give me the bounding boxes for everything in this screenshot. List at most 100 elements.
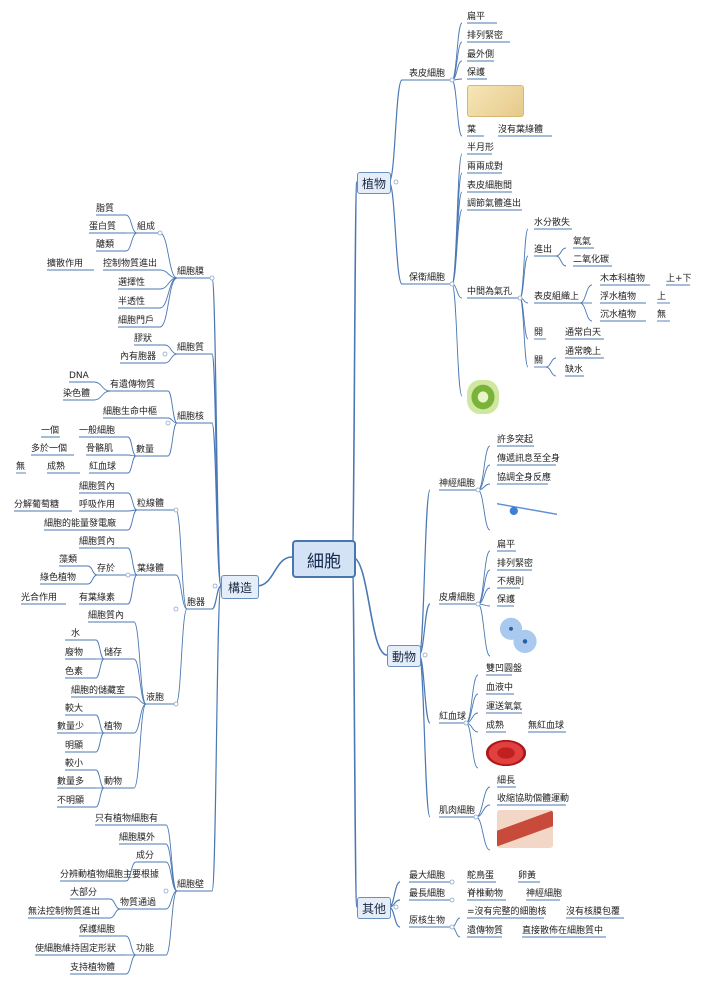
organelles-node[interactable]: 內有胞器 — [120, 352, 157, 362]
guard-between[interactable]: 表皮細胞間 — [467, 181, 513, 191]
membrane-composition[interactable]: 組成 — [137, 222, 156, 232]
count-node[interactable]: 數量 — [136, 445, 155, 455]
neuron-coordinate[interactable]: 協調全身反應 — [497, 473, 552, 483]
ep-flat[interactable]: 扁平 — [467, 12, 486, 22]
collapse-dot[interactable] — [463, 720, 469, 726]
co2-node[interactable]: 二氧化碳 — [573, 255, 610, 265]
collapse-dot[interactable] — [125, 572, 131, 578]
gel-node[interactable]: 膠狀 — [134, 334, 153, 344]
protect-wall-node[interactable]: 保護細胞 — [79, 925, 116, 935]
neuron-transmit[interactable]: 傳遞訊息至全身 — [497, 454, 561, 464]
gate-node[interactable]: 細胞門戶 — [118, 316, 155, 326]
sunken-node[interactable]: 沉水植物 — [600, 310, 637, 320]
pk-genetic[interactable]: 遺傳物質 — [467, 926, 504, 936]
branch-animal[interactable]: 動物 — [387, 645, 421, 667]
none-node[interactable]: 無 — [16, 462, 26, 472]
branch-other[interactable]: 其他 — [357, 897, 391, 919]
skin-protect[interactable]: 保護 — [497, 595, 516, 605]
plantonly-node[interactable]: 只有植物細胞有 — [95, 814, 159, 824]
exist-node[interactable]: 存於 — [97, 564, 116, 574]
branch-plant[interactable]: 植物 — [357, 172, 391, 194]
general-node[interactable]: 一般細胞 — [79, 426, 116, 436]
more-node[interactable]: 數量多 — [57, 777, 85, 787]
rbc-animal-node[interactable]: 紅血球 — [439, 712, 467, 722]
fewer-node[interactable]: 數量少 — [57, 722, 85, 732]
power-node[interactable]: 細胞的能量發電廠 — [44, 519, 117, 529]
guard-regulate[interactable]: 調節氣體進出 — [467, 199, 522, 209]
chromosome-node[interactable]: 染色體 — [63, 389, 91, 399]
close-node[interactable]: 關 — [534, 356, 544, 366]
muscle-contract[interactable]: 收縮協助個體運動 — [497, 794, 570, 804]
night-node[interactable]: 通常晚上 — [565, 347, 602, 357]
outside-node[interactable]: 細胞膜外 — [119, 833, 156, 843]
cytoplasm-node[interactable]: 細胞質 — [177, 343, 205, 353]
waste-node[interactable]: 廢物 — [65, 648, 84, 658]
photo-node[interactable]: 光合作用 — [21, 593, 58, 603]
genetic-node[interactable]: 有遺傳物質 — [110, 380, 156, 390]
lipid-node[interactable]: 脂質 — [96, 204, 115, 214]
collapse-dot[interactable] — [449, 77, 455, 83]
pk-scattered[interactable]: 直接散佈在細胞質中 — [522, 926, 604, 936]
skin-tight[interactable]: 排列緊密 — [497, 559, 534, 569]
collapse-dot[interactable] — [393, 179, 399, 185]
collapse-dot[interactable] — [475, 601, 481, 607]
ostrich-node[interactable]: 鴕鳥蛋 — [467, 871, 495, 881]
chloro-incell[interactable]: 細胞質內 — [79, 537, 116, 547]
ep-protect[interactable]: 保護 — [467, 68, 486, 78]
collapse-dot[interactable] — [162, 351, 168, 357]
branch-structure[interactable]: 構造 — [221, 575, 259, 599]
notobvious-node[interactable]: 不明顯 — [57, 796, 85, 806]
water-node[interactable]: 水 — [71, 629, 81, 639]
largest-node[interactable]: 最大細胞 — [409, 871, 446, 881]
glucose-node[interactable]: 分解葡萄糖 — [14, 500, 60, 510]
rbc-mature[interactable]: 成熟 — [486, 721, 505, 731]
inout-node[interactable]: 進出 — [534, 245, 553, 255]
floating-node[interactable]: 浮水植物 — [600, 292, 637, 302]
membrane-node[interactable]: 細胞膜 — [177, 267, 205, 277]
root-node[interactable]: 細胞 — [292, 540, 356, 578]
collapse-dot[interactable] — [517, 295, 523, 301]
collapse-dot[interactable] — [163, 888, 169, 894]
wood-node[interactable]: 木本科植物 — [600, 274, 646, 284]
one-node[interactable]: 一個 — [41, 426, 60, 436]
dna-node[interactable]: DNA — [69, 371, 89, 381]
nucleus-node[interactable]: 細胞核 — [177, 412, 205, 422]
basis-node[interactable]: 分辨動植物細胞主要根據 — [60, 870, 160, 880]
respiration-node[interactable]: 呼吸作用 — [79, 500, 116, 510]
rbc-inblood[interactable]: 血液中 — [486, 683, 514, 693]
collapse-dot[interactable] — [173, 606, 179, 612]
guard-pair[interactable]: 兩兩成對 — [467, 162, 504, 172]
diffusion-node[interactable]: 擴散作用 — [47, 259, 84, 269]
skin-irregular[interactable]: 不規則 — [497, 577, 525, 587]
many-node[interactable]: 多於一個 — [31, 444, 68, 454]
ep-tight[interactable]: 排列緊密 — [467, 31, 504, 41]
passage-node[interactable]: 物質通過 — [120, 898, 157, 908]
collapse-dot[interactable] — [212, 583, 218, 589]
guard-half[interactable]: 半月形 — [467, 143, 495, 153]
collapse-dot[interactable] — [173, 701, 179, 707]
collapse-dot[interactable] — [165, 420, 171, 426]
rbc-biconcave[interactable]: 雙凹圓盤 — [486, 664, 523, 674]
collapse-dot[interactable] — [393, 904, 399, 910]
collapse-dot[interactable] — [449, 897, 455, 903]
bigger-node[interactable]: 較大 — [65, 704, 84, 714]
open-node[interactable]: 開 — [534, 328, 544, 338]
prokaryote-node[interactable]: 原核生物 — [409, 916, 446, 926]
pk-nonucleus[interactable]: =沒有完整的細胞核 — [467, 907, 547, 917]
guard-node[interactable]: 保衛細胞 — [409, 273, 446, 283]
chloro-node[interactable]: 葉綠體 — [137, 564, 165, 574]
updown-node[interactable]: 上+下 — [666, 274, 692, 284]
location-node[interactable]: 表皮組織上 — [534, 292, 580, 302]
ep-outer[interactable]: 最外側 — [467, 50, 495, 60]
skin-node[interactable]: 皮膚細胞 — [439, 593, 476, 603]
rbc-nonucleus[interactable]: 無紅血球 — [528, 721, 565, 731]
vac-animal-node[interactable]: 動物 — [104, 777, 123, 787]
organelle-node[interactable]: 胞器 — [187, 598, 206, 608]
collapse-dot[interactable] — [157, 230, 163, 236]
vacuole-incell[interactable]: 細胞質內 — [88, 611, 125, 621]
control-node[interactable]: 控制物質進出 — [103, 259, 158, 269]
cannot-node[interactable]: 無法控制物質進出 — [28, 907, 101, 917]
muscle-slender[interactable]: 細長 — [497, 776, 516, 786]
epidermis-node[interactable]: 表皮細胞 — [409, 69, 446, 79]
vac-pigment-node[interactable]: 色素 — [65, 667, 84, 677]
